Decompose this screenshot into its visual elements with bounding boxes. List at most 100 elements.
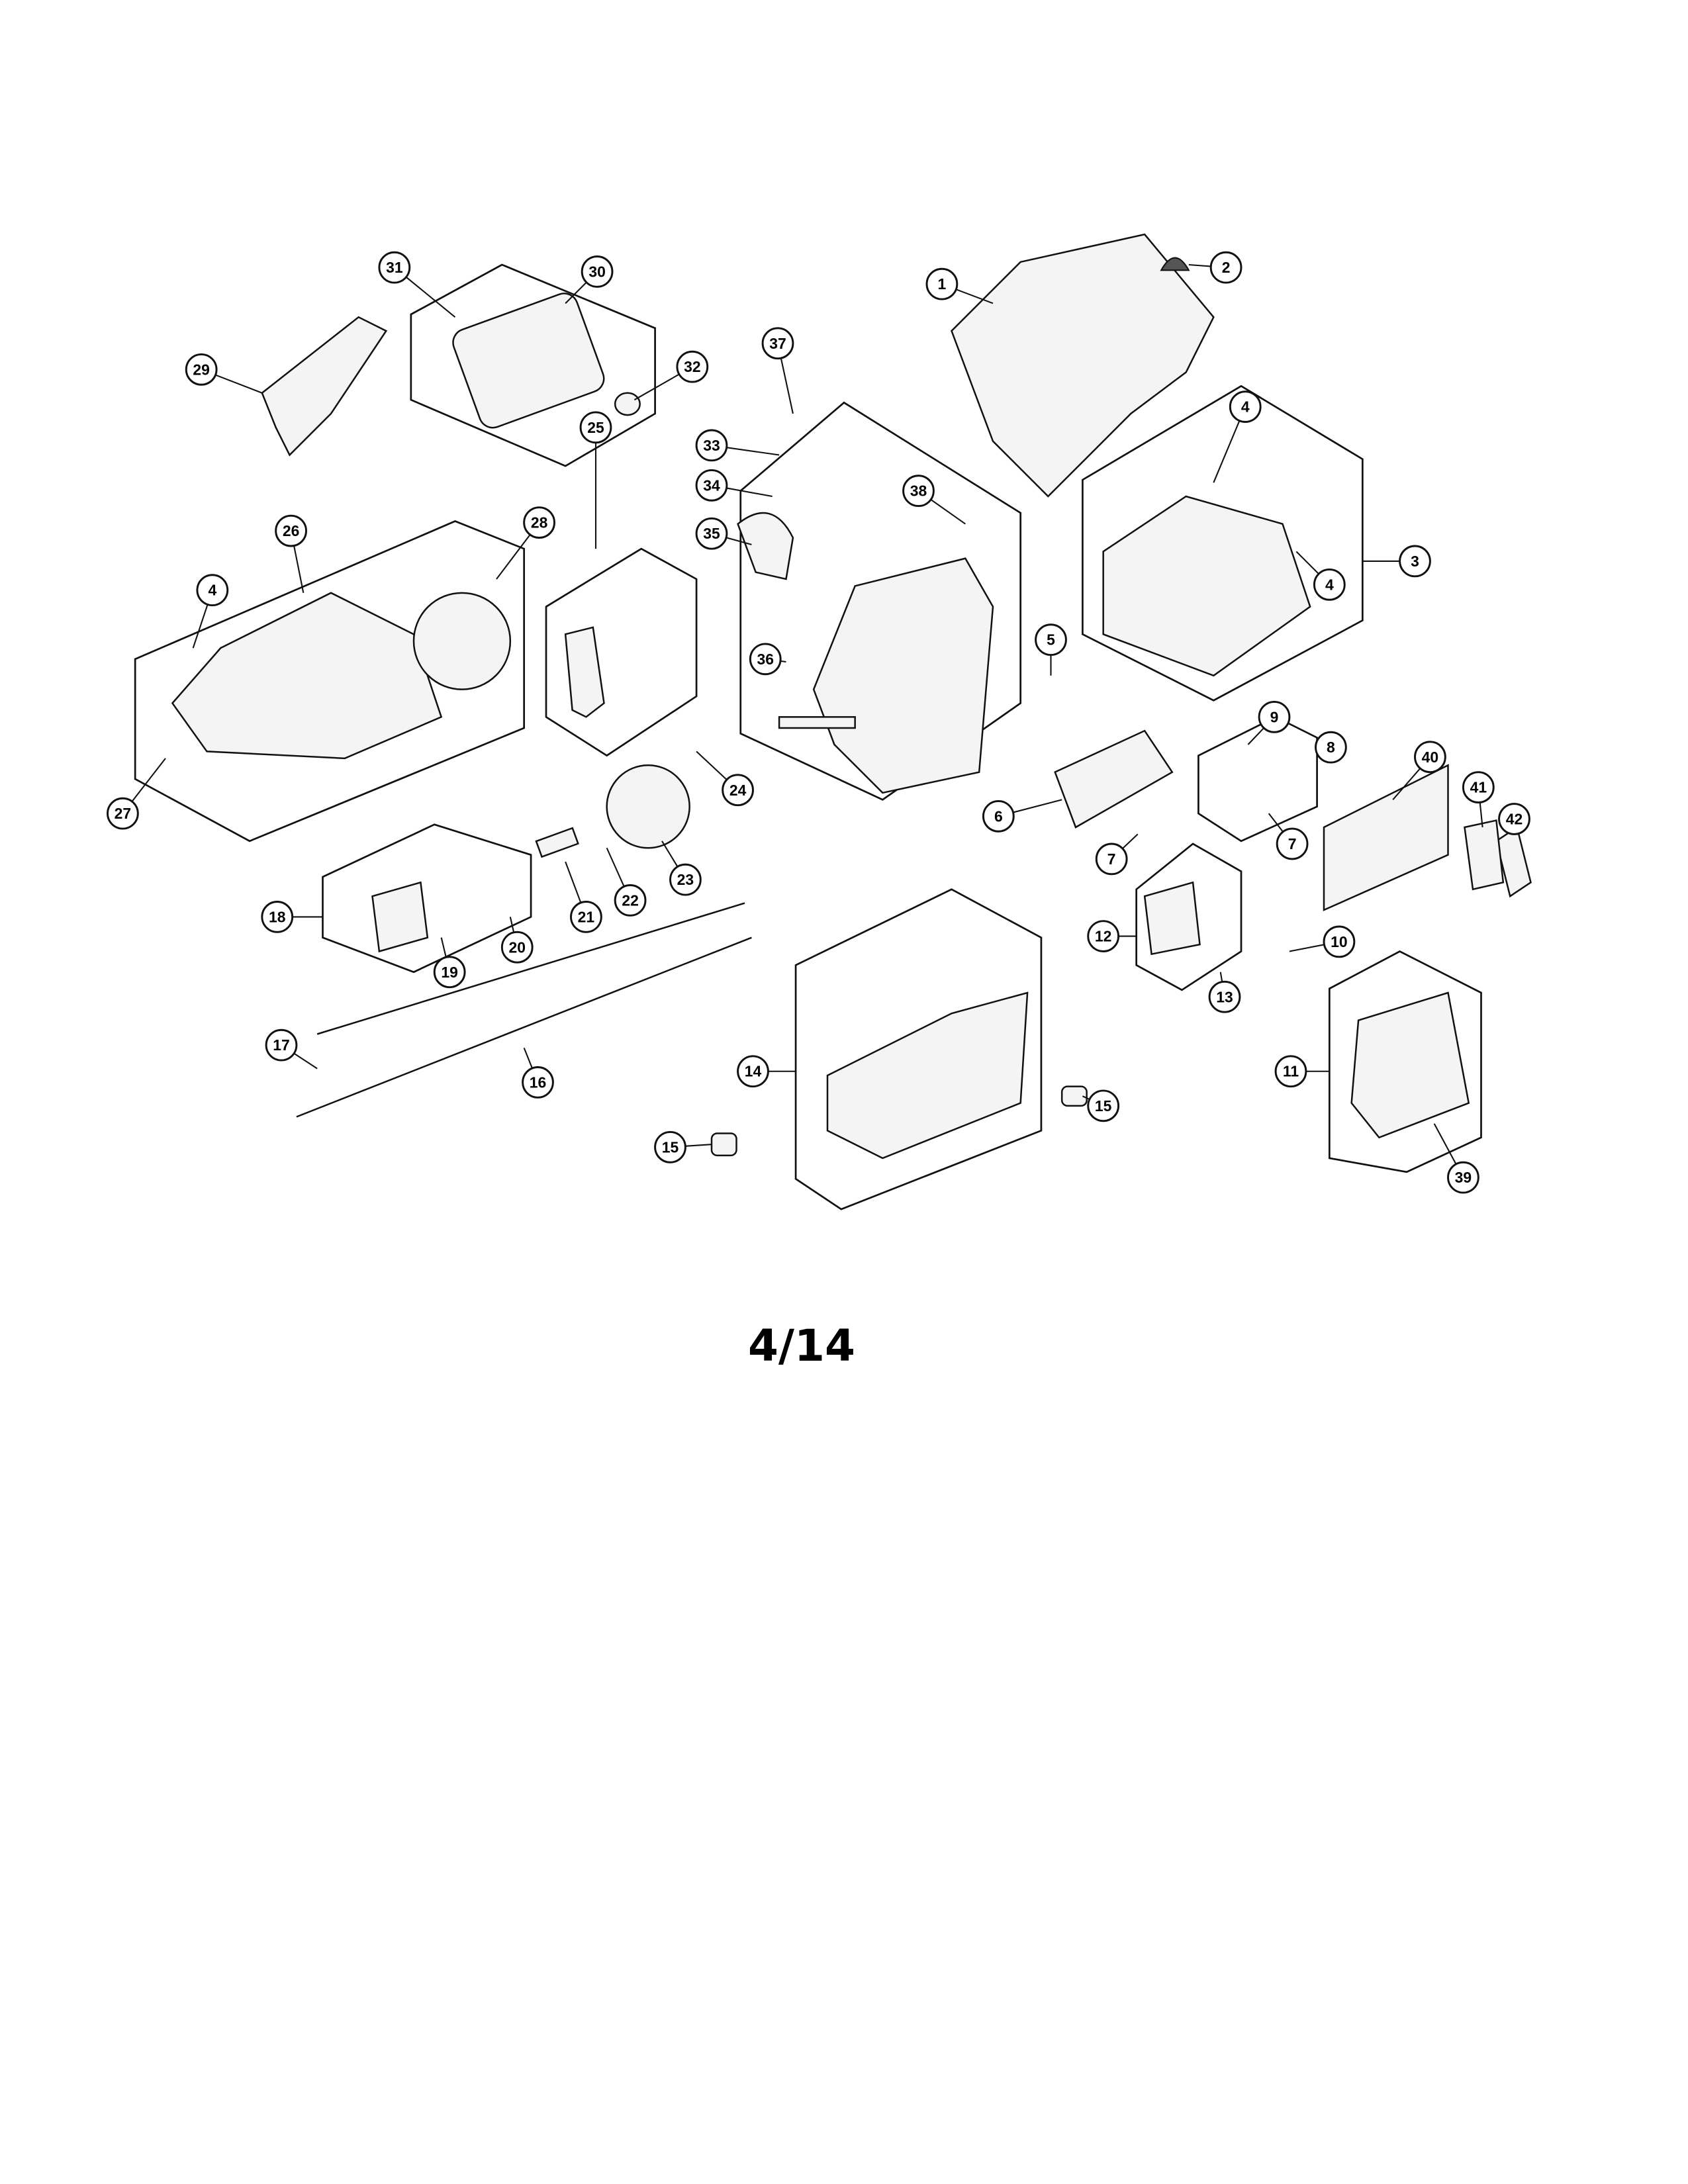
callout-number: 27 bbox=[115, 805, 131, 822]
box-ignition-25 bbox=[545, 547, 698, 757]
grommet-15a bbox=[1060, 1085, 1088, 1107]
callout-37: 37 bbox=[761, 327, 794, 360]
callout-circle bbox=[500, 931, 534, 964]
callout-15: 15 bbox=[654, 1130, 686, 1163]
callout-22: 22 bbox=[614, 884, 647, 917]
primer-bulb bbox=[1160, 257, 1190, 271]
callout-28: 28 bbox=[523, 506, 555, 539]
callout-circle bbox=[1087, 1089, 1120, 1122]
callout-number: 22 bbox=[622, 891, 638, 909]
callout-21: 21 bbox=[570, 901, 602, 933]
callout-34: 34 bbox=[695, 469, 728, 502]
callout-circle bbox=[570, 901, 602, 933]
muffler bbox=[452, 293, 605, 429]
callout-circle bbox=[1276, 827, 1309, 860]
callout-circle bbox=[265, 1028, 298, 1062]
callout-18: 18 bbox=[261, 901, 294, 933]
callout-35: 35 bbox=[695, 517, 728, 550]
callout-20: 20 bbox=[500, 931, 534, 964]
callout-number: 8 bbox=[1327, 739, 1335, 756]
callout-circle bbox=[1447, 1161, 1479, 1194]
callout-number: 4 bbox=[1241, 398, 1250, 416]
callout-4: 4 bbox=[1229, 390, 1262, 423]
housing-3 bbox=[1102, 495, 1311, 677]
callout-circle bbox=[749, 643, 782, 676]
callout-number: 38 bbox=[910, 482, 927, 500]
callout-circle bbox=[261, 901, 294, 933]
callout-number: 23 bbox=[677, 871, 694, 888]
callout-39: 39 bbox=[1447, 1161, 1479, 1194]
engine-cover bbox=[951, 233, 1215, 498]
callout-29: 29 bbox=[185, 353, 218, 386]
callout-16: 16 bbox=[522, 1066, 554, 1099]
callout-circle bbox=[695, 517, 728, 550]
callout-circle bbox=[761, 327, 794, 360]
heat-shield bbox=[261, 316, 388, 457]
callout-number: 12 bbox=[1095, 928, 1111, 945]
callout-17: 17 bbox=[265, 1028, 298, 1062]
box-engine-37 bbox=[739, 401, 1022, 801]
callout-circle bbox=[676, 350, 709, 383]
callout-number: 6 bbox=[994, 807, 1003, 825]
callout-15: 15 bbox=[1087, 1089, 1120, 1122]
callout-circle bbox=[1087, 920, 1120, 952]
callout-circle bbox=[654, 1130, 686, 1163]
callout-33: 33 bbox=[695, 429, 728, 462]
fuel-tank bbox=[826, 991, 1029, 1160]
box-carburetor-12 bbox=[1135, 842, 1243, 991]
callout-number: 24 bbox=[729, 782, 747, 799]
callout-number: 34 bbox=[703, 477, 720, 494]
callout-circle bbox=[275, 514, 307, 547]
engine-cylinder bbox=[812, 557, 994, 794]
intake-manifold bbox=[737, 512, 794, 580]
callout-number: 15 bbox=[662, 1138, 679, 1156]
callout-number: 7 bbox=[1107, 850, 1116, 868]
callout-40: 40 bbox=[1414, 741, 1446, 774]
callout-number: 31 bbox=[386, 259, 403, 276]
callout-circle bbox=[614, 884, 647, 917]
callout-38: 38 bbox=[902, 475, 935, 508]
flywheel bbox=[606, 764, 690, 849]
callout-circle bbox=[902, 475, 935, 508]
box-housing-3 bbox=[1082, 385, 1364, 702]
callout-6: 6 bbox=[982, 799, 1015, 833]
callout-number: 7 bbox=[1288, 835, 1297, 852]
bracket-6 bbox=[1054, 729, 1174, 829]
gasket-ring bbox=[412, 592, 512, 690]
callout-number: 32 bbox=[684, 358, 700, 375]
fan-housing bbox=[171, 592, 443, 760]
callout-number: 41 bbox=[1470, 779, 1487, 796]
callout-number: 25 bbox=[587, 419, 604, 436]
callout-number: 13 bbox=[1216, 988, 1233, 1005]
callout-number: 4 bbox=[208, 582, 216, 599]
callout-7: 7 bbox=[1095, 842, 1128, 876]
callout-circle bbox=[695, 429, 728, 462]
box-muffler-30 bbox=[410, 263, 656, 467]
callout-circle bbox=[107, 797, 139, 830]
callout-number: 17 bbox=[273, 1036, 289, 1054]
callout-number: 14 bbox=[745, 1063, 762, 1080]
callout-circle bbox=[1313, 568, 1346, 601]
assembly-boxes bbox=[134, 263, 1482, 1210]
callout-32: 32 bbox=[676, 350, 709, 383]
callout-7: 7 bbox=[1276, 827, 1309, 860]
callout-number: 11 bbox=[1283, 1063, 1299, 1080]
callout-number: 2 bbox=[1222, 259, 1231, 276]
callout-4: 4 bbox=[1313, 568, 1346, 601]
cap-41 bbox=[1464, 819, 1505, 891]
callout-number: 30 bbox=[588, 263, 605, 280]
callout-13: 13 bbox=[1208, 980, 1241, 1013]
callout-number: 33 bbox=[703, 437, 720, 454]
callout-number: 26 bbox=[283, 522, 299, 539]
callout-number: 20 bbox=[509, 938, 526, 956]
callout-number: 28 bbox=[531, 514, 548, 531]
callout-circle bbox=[1399, 545, 1431, 578]
callout-circle bbox=[196, 574, 229, 607]
callout-number: 9 bbox=[1270, 708, 1279, 725]
ignition-coil bbox=[564, 626, 605, 718]
throttle-cable bbox=[316, 902, 745, 1035]
callout-3: 3 bbox=[1399, 545, 1431, 578]
callout-circle bbox=[982, 799, 1015, 833]
callout-5: 5 bbox=[1035, 623, 1067, 657]
